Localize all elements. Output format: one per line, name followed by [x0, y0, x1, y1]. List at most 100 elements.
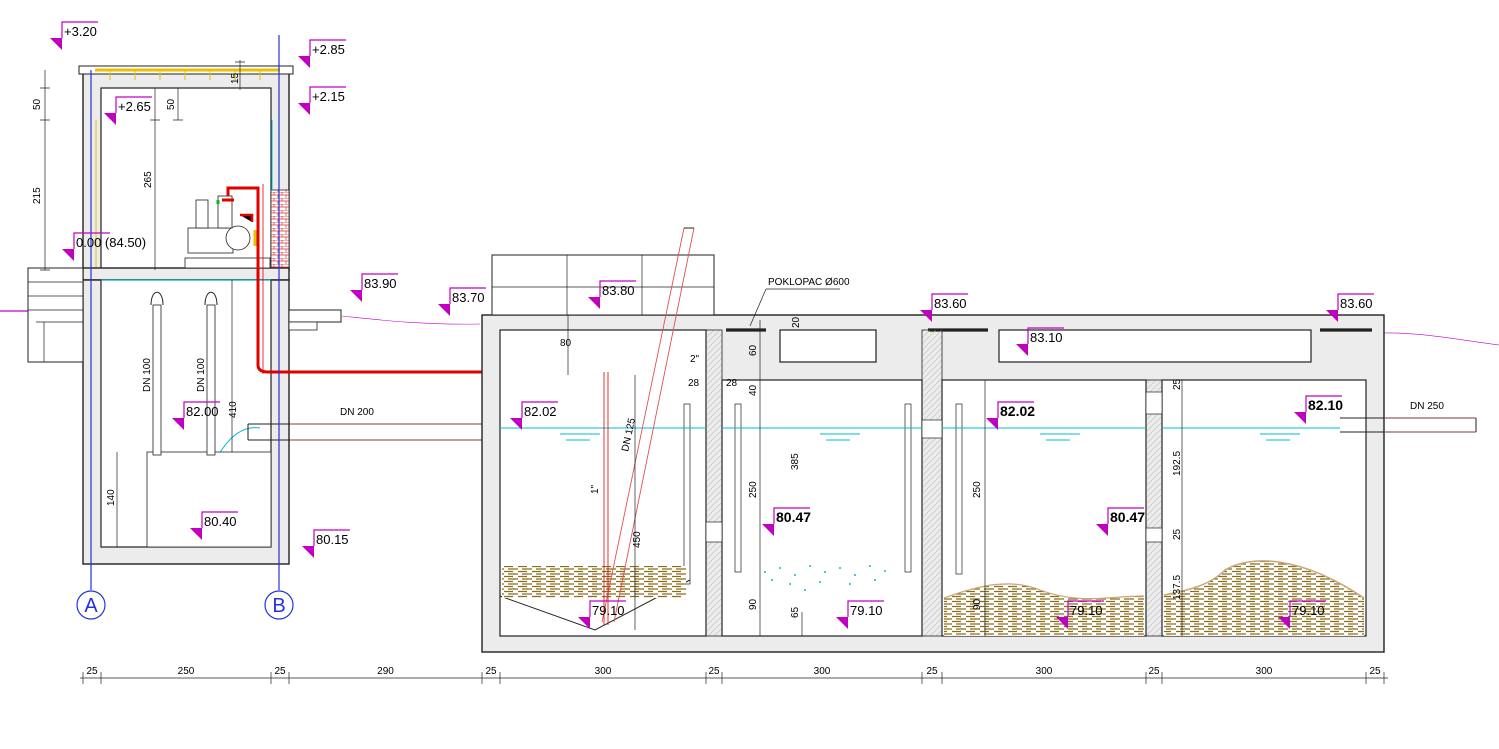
- level-marker-triangle: [62, 249, 74, 261]
- dim-v80: 80: [560, 338, 572, 349]
- level-marker-triangle: [302, 546, 314, 558]
- level-value: 79.10: [1070, 603, 1103, 618]
- dim-v385: 385: [790, 453, 801, 470]
- label-inch2: 2": [690, 354, 700, 365]
- bottom-dimension-value: 290: [377, 666, 394, 677]
- dim-v50b: 50: [166, 98, 177, 110]
- dim-v40: 40: [748, 384, 759, 396]
- dim-v1925: 192.5: [1172, 451, 1183, 476]
- axis-b-label: B: [272, 595, 285, 617]
- level-marker: 83.90: [350, 273, 398, 302]
- bottom-dimension-value: 250: [178, 666, 195, 677]
- level-marker-leader: [309, 39, 346, 56]
- level-marker-leader: [773, 507, 810, 524]
- level-marker: 80.47: [762, 507, 811, 536]
- dim-v140: 140: [106, 489, 117, 506]
- level-marker-triangle: [172, 418, 184, 430]
- dim-v90b: 90: [972, 598, 983, 610]
- level-marker: 82.10: [1294, 395, 1343, 424]
- bottom-dimension-value: 25: [274, 666, 286, 677]
- level-marker-triangle: [1056, 617, 1068, 629]
- level-marker-triangle: [298, 103, 310, 115]
- level-marker-leader: [61, 21, 98, 38]
- level-value: 82.02: [1000, 403, 1035, 419]
- dim-v410: 410: [228, 401, 239, 418]
- dim-v60: 60: [748, 344, 759, 356]
- level-marker-triangle: [762, 524, 774, 536]
- label-dn250: DN 250: [1410, 401, 1444, 412]
- label-dn200: DN 200: [340, 407, 374, 418]
- level-marker: 80.40: [190, 511, 238, 540]
- level-marker: 83.10: [1016, 327, 1064, 356]
- level-marker-leader: [73, 232, 110, 249]
- level-marker-leader: [997, 401, 1034, 418]
- level-value: 79.10: [592, 603, 625, 618]
- level-marker: +2.15: [298, 86, 346, 115]
- level-marker-triangle: [510, 418, 522, 430]
- level-marker-triangle: [836, 617, 848, 629]
- level-marker: 79.10: [1278, 600, 1326, 629]
- dim-v250a: 250: [748, 481, 759, 498]
- dim-v28b: 28: [726, 378, 738, 389]
- label-poklopac: POKLOPAC Ø600: [768, 277, 850, 288]
- level-value: +2.65: [118, 99, 151, 114]
- dim-v1375: 137.5: [1172, 575, 1183, 600]
- level-value: 83.60: [934, 296, 967, 311]
- level-value: 80.15: [316, 532, 349, 547]
- level-value: +3.20: [64, 24, 97, 39]
- bottom-dimension-value: 25: [1369, 666, 1381, 677]
- level-marker-triangle: [1096, 524, 1108, 536]
- level-marker: 80.47: [1096, 507, 1145, 536]
- axis-b: B: [264, 35, 294, 620]
- level-marker-triangle: [1294, 412, 1306, 424]
- level-marker-leader: [589, 600, 626, 617]
- level-value: +2.15: [312, 89, 345, 104]
- level-marker-leader: [1337, 293, 1374, 310]
- bottom-dimension-value: 25: [485, 666, 497, 677]
- level-marker-triangle: [298, 56, 310, 68]
- bottom-dimension-value: 300: [1036, 666, 1053, 677]
- label-inch1: 1": [590, 484, 601, 494]
- label-dn100a: DN 100: [142, 358, 153, 392]
- level-marker-leader: [449, 287, 486, 304]
- level-value: 0.00 (84.50): [76, 235, 146, 250]
- level-marker-triangle: [1278, 617, 1290, 629]
- level-value: 82.10: [1308, 397, 1343, 413]
- dim-v265: 265: [143, 171, 154, 188]
- level-value: 83.60: [1340, 296, 1373, 311]
- level-marker: 82.00: [172, 401, 220, 430]
- level-marker: 79.10: [578, 600, 626, 629]
- label-dn100b: DN 100: [196, 358, 207, 392]
- level-marker-triangle: [986, 418, 998, 430]
- level-marker-triangle: [578, 617, 590, 629]
- bottom-dimension-value: 25: [708, 666, 720, 677]
- level-marker: 79.10: [1056, 600, 1104, 629]
- bottom-dimension-value: 25: [1148, 666, 1160, 677]
- bottom-dimension-value: 25: [86, 666, 98, 677]
- level-marker-leader: [183, 401, 220, 418]
- septic-tank: [481, 227, 1477, 653]
- level-marker: 79.10: [836, 600, 884, 629]
- level-marker-triangle: [920, 310, 932, 322]
- level-value: 79.10: [850, 603, 883, 618]
- level-marker-leader: [309, 86, 346, 103]
- level-marker: 82.02: [986, 401, 1035, 430]
- level-marker: 83.60: [1326, 293, 1374, 322]
- level-value: 80.47: [776, 509, 811, 525]
- dim-v450: 450: [632, 531, 643, 548]
- level-marker: 82.02: [510, 401, 558, 430]
- bottom-dimension-value: 300: [595, 666, 612, 677]
- level-marker: +2.85: [298, 39, 346, 68]
- level-marker-leader: [313, 529, 350, 546]
- dim-v25b: 25: [1172, 528, 1183, 540]
- level-marker-triangle: [588, 297, 600, 309]
- level-value: +2.85: [312, 42, 345, 57]
- level-marker: +2.65: [104, 96, 152, 125]
- level-marker-triangle: [190, 528, 202, 540]
- level-marker-leader: [115, 96, 152, 113]
- level-marker-leader: [599, 280, 636, 297]
- dim-v215: 215: [32, 187, 43, 204]
- level-value: 79.10: [1292, 603, 1325, 618]
